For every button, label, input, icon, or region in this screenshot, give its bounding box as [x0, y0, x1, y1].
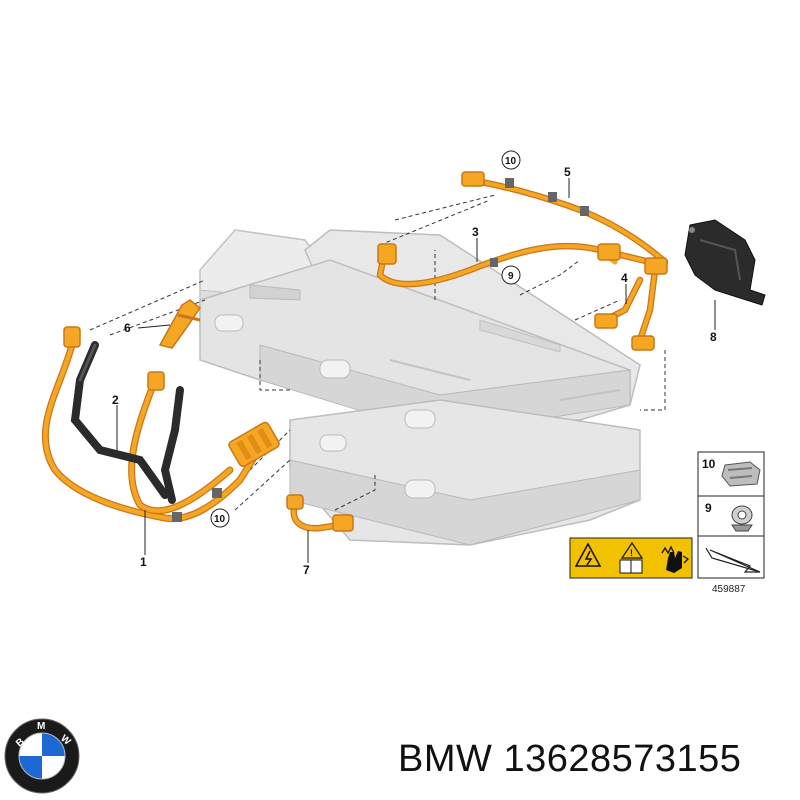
callout-8: 8: [710, 330, 717, 344]
circled-ref-9: 9: [501, 265, 521, 285]
bmw-logo: B M W: [4, 718, 80, 794]
svg-text:10: 10: [505, 156, 517, 167]
do-not-touch-icon: [661, 545, 690, 573]
svg-text:M: M: [37, 721, 45, 732]
svg-text:10: 10: [214, 514, 226, 525]
read-manual-icon: !: [619, 541, 644, 574]
diagram-id: 459887: [712, 584, 746, 595]
callout-leaders: [116, 178, 716, 563]
callout-3: 3: [472, 225, 479, 239]
callout-7: 7: [303, 563, 310, 577]
circled-ref-10-top: 10: [501, 150, 521, 170]
callout-1: 1: [140, 555, 147, 569]
bracket-2: [70, 341, 184, 504]
part-number: 13628573155: [503, 738, 742, 780]
arrow-icon: [705, 547, 761, 573]
legend-number-10: 10: [702, 457, 716, 471]
high-voltage-warning-icon: [574, 542, 602, 567]
callout-2: 2: [112, 393, 119, 407]
brand-name: BMW: [398, 738, 493, 780]
cable-3: [376, 242, 654, 288]
cable-harness-1: [41, 326, 280, 523]
svg-text:!: !: [630, 548, 633, 558]
legend-number-9: 9: [705, 501, 712, 515]
callout-6: 6: [124, 321, 131, 335]
callout-4: 4: [621, 271, 628, 285]
part-caption: BMW 13628573155: [398, 738, 741, 781]
circled-refs: 10 9 10: [210, 150, 521, 528]
warning-label: !: [569, 537, 693, 579]
legend-box: 10 9 459887: [697, 451, 765, 595]
cable-clip-icon: [731, 505, 753, 532]
holder-8: [684, 219, 766, 306]
cable-5: [461, 171, 669, 266]
svg-text:9: 9: [508, 271, 514, 282]
callouts: 1 2 3 4 5 6 7 8: [112, 165, 717, 577]
circled-ref-10-bottom: 10: [210, 508, 230, 528]
cable-6: [158, 299, 202, 349]
cable-7: [286, 494, 354, 532]
callout-5: 5: [564, 165, 571, 179]
hose-clamp-icon: [721, 461, 761, 487]
battery-modules: [199, 229, 641, 546]
cable-4: [594, 243, 668, 351]
